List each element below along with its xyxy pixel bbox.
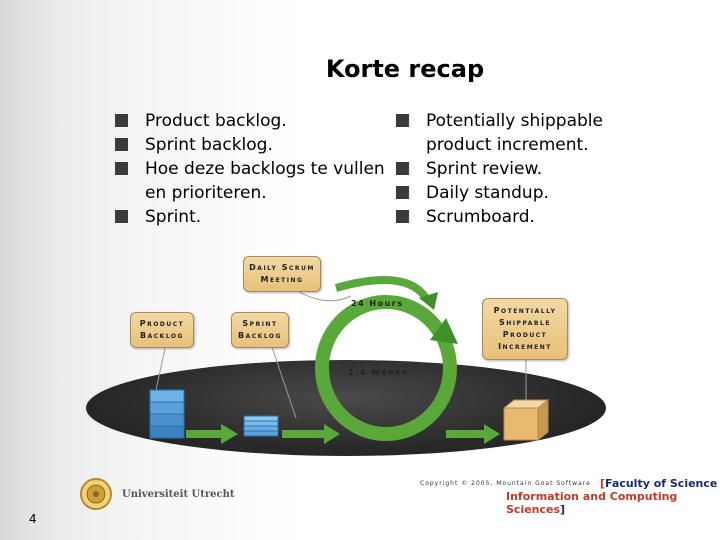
bullet-item: Potentially shippable product increment. xyxy=(396,109,636,157)
bullet-text: Sprint backlog. xyxy=(145,135,273,155)
bullet-item: Hoe deze backlogs te vullen en prioriter… xyxy=(115,157,405,205)
connector-line xyxy=(271,344,296,418)
product-increment-box-icon xyxy=(504,400,548,440)
bullet-square-icon xyxy=(396,114,409,127)
bullet-square-icon xyxy=(115,138,128,151)
label-line: Increment xyxy=(494,341,557,353)
bullet-text: Potentially shippable product increment. xyxy=(426,111,603,155)
university-logo: Universiteit Utrecht xyxy=(78,476,235,512)
faculty-name: [Faculty of Science xyxy=(600,477,717,490)
label-line: Product xyxy=(140,318,184,330)
bullet-item: Sprint backlog. xyxy=(115,133,405,157)
bullet-square-icon xyxy=(115,210,128,223)
arrow-icon xyxy=(282,424,340,444)
institute-text: Information and Computing Sciences xyxy=(506,490,677,516)
page-number: 4 xyxy=(29,512,37,526)
bullet-square-icon xyxy=(115,162,128,175)
bullet-item: Sprint. xyxy=(115,205,405,229)
label-line: Shippable xyxy=(494,317,557,329)
university-name: Universiteit Utrecht xyxy=(122,489,235,500)
bullet-text: Scrumboard. xyxy=(426,207,535,227)
right-bullet-list: Potentially shippable product increment.… xyxy=(396,109,636,229)
label-line: Meeting xyxy=(249,274,315,286)
diagram-copyright: Copyright © 2005, Mountain Goat Software xyxy=(420,480,591,487)
bullet-item: Product backlog. xyxy=(115,109,405,133)
bullet-square-icon xyxy=(396,210,409,223)
left-bullet-list: Product backlog. Sprint backlog. Hoe dez… xyxy=(115,109,405,229)
bullet-text: Daily standup. xyxy=(426,183,549,203)
bullet-square-icon xyxy=(115,114,128,127)
product-backlog-stack-icon xyxy=(150,390,184,438)
bullet-square-icon xyxy=(396,186,409,199)
faculty-text: Faculty of Science xyxy=(605,477,717,490)
institute-name: Information and Computing Sciences] xyxy=(506,490,720,516)
bullet-text: Sprint review. xyxy=(426,159,542,179)
label-line: Sprint xyxy=(238,318,282,330)
label-line: Daily Scrum xyxy=(249,262,315,274)
product-increment-box: Potentially Shippable Product Increment xyxy=(482,298,568,360)
bullet-text: Sprint. xyxy=(145,207,201,227)
arrow-icon xyxy=(186,424,238,444)
connector-line xyxy=(156,344,166,390)
bullet-item: Scrumboard. xyxy=(396,205,636,229)
label-line: Backlog xyxy=(238,330,282,342)
arrow-icon xyxy=(446,424,500,444)
sprint-backlog-stack-icon xyxy=(244,416,278,436)
label-line: Product xyxy=(494,329,557,341)
slide-title: Korte recap xyxy=(0,55,720,83)
bullet-text: Hoe deze backlogs te vullen en prioriter… xyxy=(145,159,385,203)
label-line: Backlog xyxy=(140,330,184,342)
bullet-square-icon xyxy=(396,162,409,175)
label-line: Potentially xyxy=(494,305,557,317)
university-seal-icon xyxy=(78,476,118,512)
hours-label: 24 Hours xyxy=(351,299,404,308)
weeks-label: 2-4 Weeks xyxy=(348,368,408,377)
bullet-item: Daily standup. xyxy=(396,181,636,205)
bullet-item: Sprint review. xyxy=(396,157,636,181)
bullet-text: Product backlog. xyxy=(145,111,287,131)
